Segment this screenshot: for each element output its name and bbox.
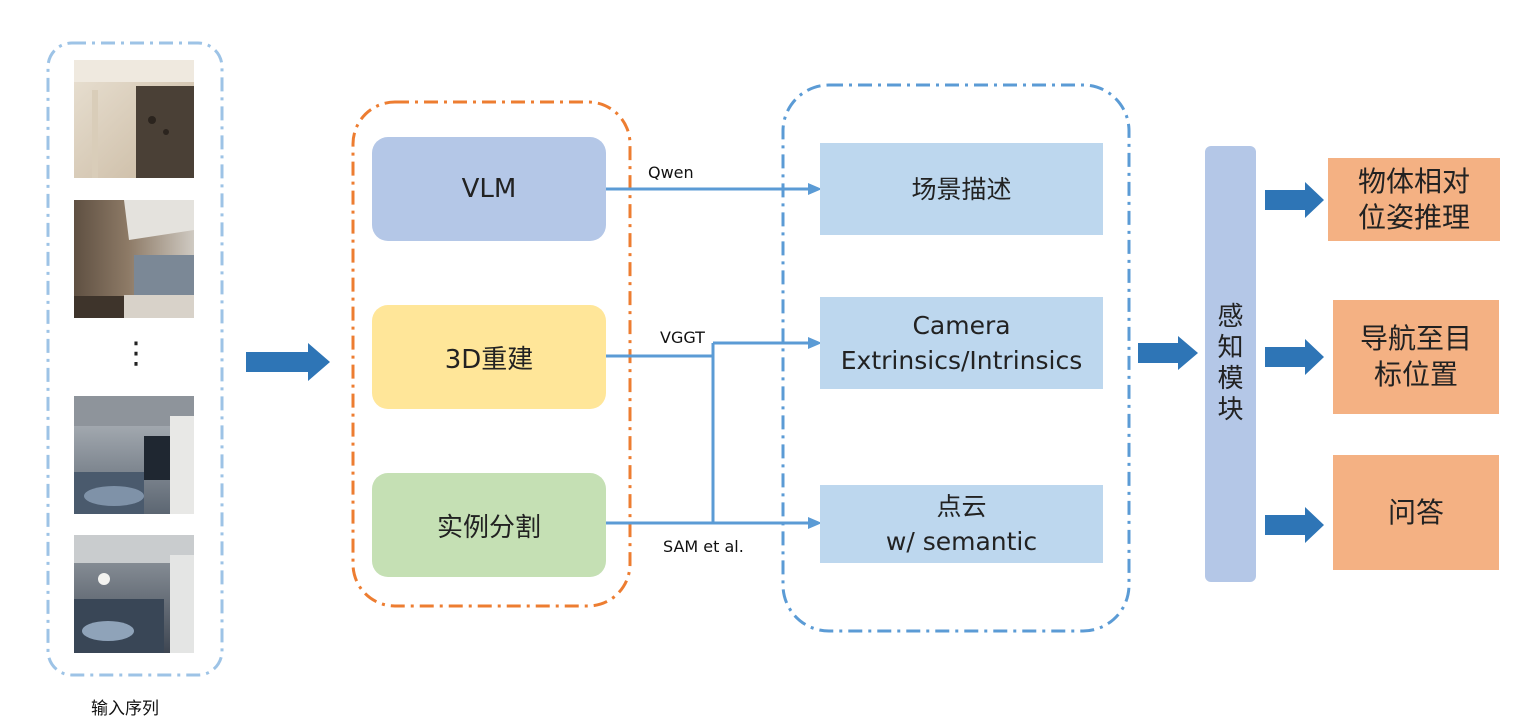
connector-lines: [606, 187, 808, 525]
reconstruction-label: 3D重建: [444, 344, 534, 375]
perception-char-4: 块: [1217, 395, 1244, 425]
qwen-edge-label: Qwen: [648, 163, 694, 182]
scene-description-label: 场景描述: [911, 174, 1012, 204]
input-frame-1: [74, 60, 194, 178]
room-image-3: [74, 396, 194, 514]
input-frame-4: [74, 535, 194, 653]
frames-ellipsis: ⋮: [121, 336, 151, 371]
room-image-1: [74, 60, 194, 178]
input-sequence-frame: [46, 41, 224, 677]
navigation-line2: 标位置: [1373, 358, 1458, 391]
camera-arrowhead: [808, 337, 822, 349]
modules-frame: [351, 100, 632, 608]
relative-pose-line2: 位姿推理: [1357, 200, 1470, 234]
outputs-to-perception-arrow: [1138, 336, 1198, 370]
vlm-module: VLM: [372, 137, 606, 241]
perception-to-result3-arrow: [1265, 507, 1324, 543]
segmentation-module: 实例分割: [372, 473, 606, 577]
vggt-edge-label: VGGT: [660, 328, 705, 347]
segmentation-label: 实例分割: [436, 512, 541, 543]
semantic-label: w/ semantic: [885, 527, 1038, 556]
room-image-4: [74, 535, 194, 653]
vlm-label: VLM: [461, 174, 517, 204]
perception-module-bar: 感 知 模 块: [1205, 146, 1256, 582]
relative-pose-line1: 物体相对: [1357, 164, 1470, 198]
room-image-2: [74, 200, 194, 318]
extrinsics-intrinsics-label: Extrinsics/Intrinsics: [840, 346, 1083, 375]
input-frame-2: [74, 200, 194, 318]
input-frame-3: [74, 396, 194, 514]
relative-pose-box: 物体相对 位姿推理: [1328, 158, 1500, 241]
qa-label: 问答: [1387, 495, 1444, 529]
pointcloud-arrowhead: [808, 517, 822, 529]
perception-to-result2-arrow: [1265, 339, 1324, 375]
perception-char-3: 模: [1217, 364, 1244, 394]
navigation-box: 导航至目 标位置: [1333, 300, 1499, 414]
connector-arrowheads: [808, 183, 822, 529]
outputs-frame: [781, 83, 1131, 633]
reconstruction-module: 3D重建: [372, 305, 606, 409]
point-cloud-box: 点云 w/ semantic: [820, 485, 1103, 563]
input-to-modules-arrow: [246, 343, 330, 381]
scene-description-box: 场景描述: [820, 143, 1103, 235]
camera-label: Camera: [912, 311, 1011, 340]
qwen-arrowhead: [808, 183, 822, 195]
perception-char-2: 知: [1217, 333, 1244, 363]
perception-to-result1-arrow: [1265, 182, 1324, 218]
point-cloud-label: 点云: [936, 492, 987, 521]
qa-box: 问答: [1333, 455, 1499, 570]
input-sequence-caption: 输入序列: [91, 699, 159, 719]
sam-edge-label: SAM et al.: [663, 537, 744, 556]
camera-params-box: Camera Extrinsics/Intrinsics: [820, 297, 1103, 389]
navigation-line1: 导航至目: [1359, 322, 1472, 355]
perception-char-1: 感: [1217, 302, 1244, 332]
